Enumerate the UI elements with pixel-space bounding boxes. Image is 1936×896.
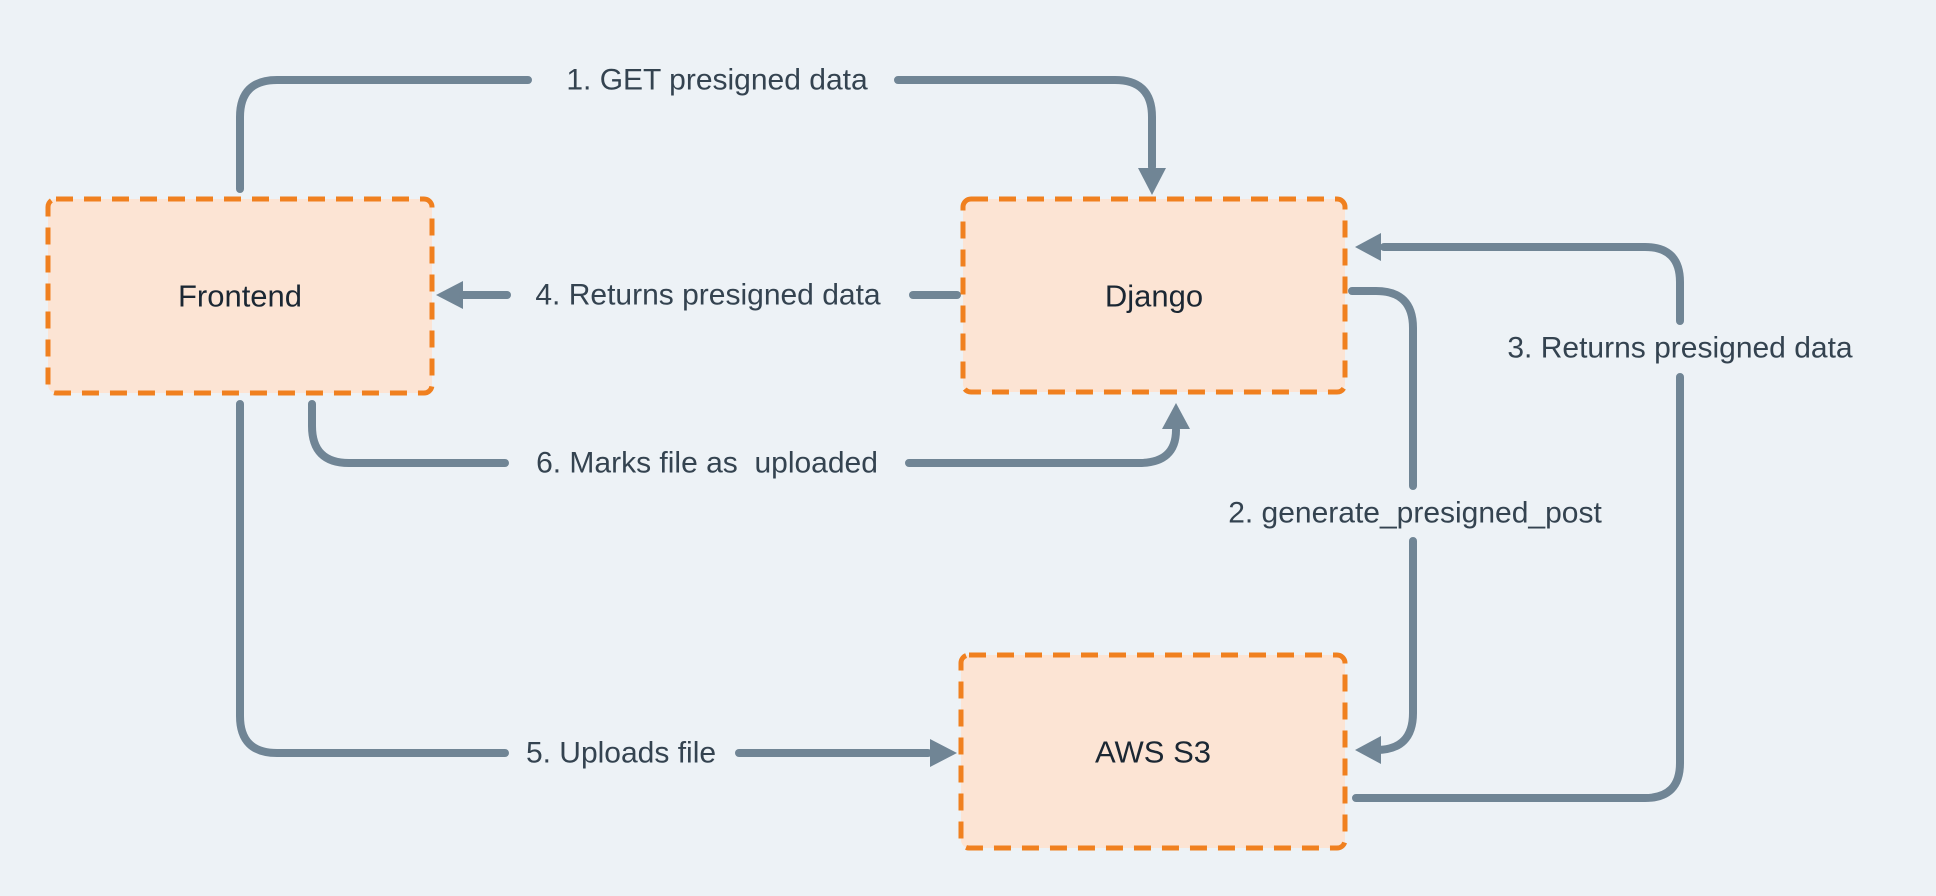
node-aws-s3-label: AWS S3 (1095, 735, 1211, 770)
arrowhead-step-6 (1162, 403, 1190, 429)
arrow-label-step-6: 6. Marks file as uploaded (536, 447, 878, 480)
arrowhead-step-1 (1138, 168, 1166, 195)
node-django-label: Django (1105, 279, 1203, 314)
node-frontend-box (45, 196, 435, 396)
arrow-step-1-segment-start (236, 76, 532, 193)
node-aws-s3-box (958, 652, 1348, 851)
arrow-label-step-3: 3. Returns presigned data (1507, 332, 1853, 365)
arrow-step-2-segment-start (1348, 287, 1417, 490)
arrow-step-3-segment-end (1380, 243, 1684, 325)
arrow-step-6-segment-start (308, 400, 509, 467)
arrow-step-1-segment-end (894, 76, 1156, 171)
node-django-box (960, 196, 1348, 395)
arrowhead-step-3 (1355, 233, 1381, 261)
arrow-label-step-5: 5. Uploads file (526, 737, 716, 770)
node-django: Django (960, 196, 1348, 395)
node-frontend: Frontend (45, 196, 435, 396)
arrow-label-step-1: 1. GET presigned data (566, 64, 868, 97)
arrow-label-step-2: 2. generate_presigned_post (1228, 497, 1602, 530)
node-aws-s3: AWS S3 (958, 652, 1348, 851)
arrow-step-2-segment-end (1372, 537, 1417, 754)
arrow-step-6-segment-end (905, 426, 1180, 467)
arrow-step-3-segment-start (1352, 373, 1684, 802)
arrowhead-step-5 (930, 739, 957, 767)
arrowhead-step-2 (1355, 736, 1381, 764)
arrowhead-step-4 (436, 281, 463, 309)
arrow-step-5-segment-start (236, 400, 509, 757)
node-frontend-label: Frontend (178, 279, 302, 314)
arrow-label-step-4: 4. Returns presigned data (535, 279, 881, 312)
